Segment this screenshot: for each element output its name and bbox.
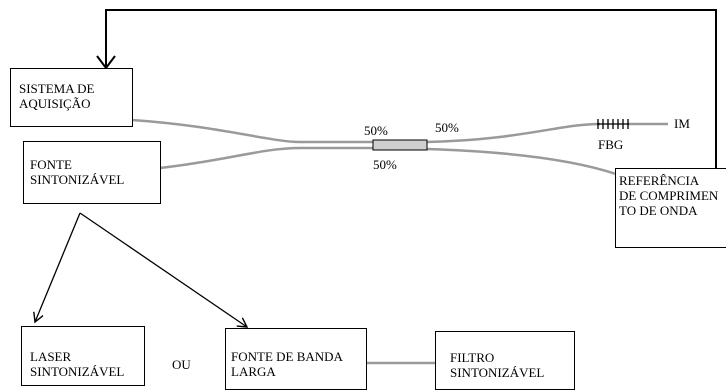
- filtro-sintonizavel-label: FILTRO SINTONIZÁVEL: [450, 350, 545, 380]
- coupler: [372, 139, 428, 151]
- laser-box: LASER SINTONIZÁVEL: [21, 326, 145, 386]
- sistema-aquisicao-box: SISTEMA DE AQUISIÇÃO: [10, 68, 133, 127]
- fonte-sintonizavel-box: FONTE SINTONIZÁVEL: [23, 141, 161, 204]
- fbg-grating: [597, 119, 629, 129]
- fonte-banda-larga-box: FONTE DE BANDA LARGA: [225, 328, 367, 390]
- fiber-coupler-to-fbg: [426, 122, 601, 144]
- laser-label: LASER SINTONIZÁVEL: [30, 349, 125, 379]
- filtro-sintonizavel-box: FILTRO SINTONIZÁVEL: [435, 331, 575, 390]
- fiber-coupler-to-reference: [426, 147, 617, 176]
- coupler-label-top-right: 50%: [435, 120, 459, 135]
- fonte-banda-larga-label: FONTE DE BANDA LARGA: [231, 349, 343, 379]
- sistema-aquisicao-label: SISTEMA DE AQUISIÇÃO: [19, 81, 95, 111]
- fonte-sintonizavel-label: FONTE SINTONIZÁVEL: [30, 157, 125, 187]
- coupler-label-bottom: 50%: [373, 157, 397, 172]
- referencia-box: REFERÊNCIA DE COMPRIMEN TO DE ONDA: [615, 168, 726, 248]
- coupler-label-top-left: 50%: [364, 123, 388, 138]
- arrow-to-laser: [33, 212, 81, 324]
- arrow-to-banda: [79, 212, 249, 328]
- feedback-loop-line: [105, 9, 717, 168]
- fbg-label: FBG: [598, 137, 624, 152]
- referencia-label: REFERÊNCIA DE COMPRIMEN TO DE ONDA: [619, 173, 719, 218]
- ou-label: OU: [172, 357, 191, 372]
- fiber-sistema-to-coupler: [131, 118, 373, 144]
- im-label: IM: [674, 116, 690, 131]
- fiber-fonte-to-coupler: [159, 146, 373, 170]
